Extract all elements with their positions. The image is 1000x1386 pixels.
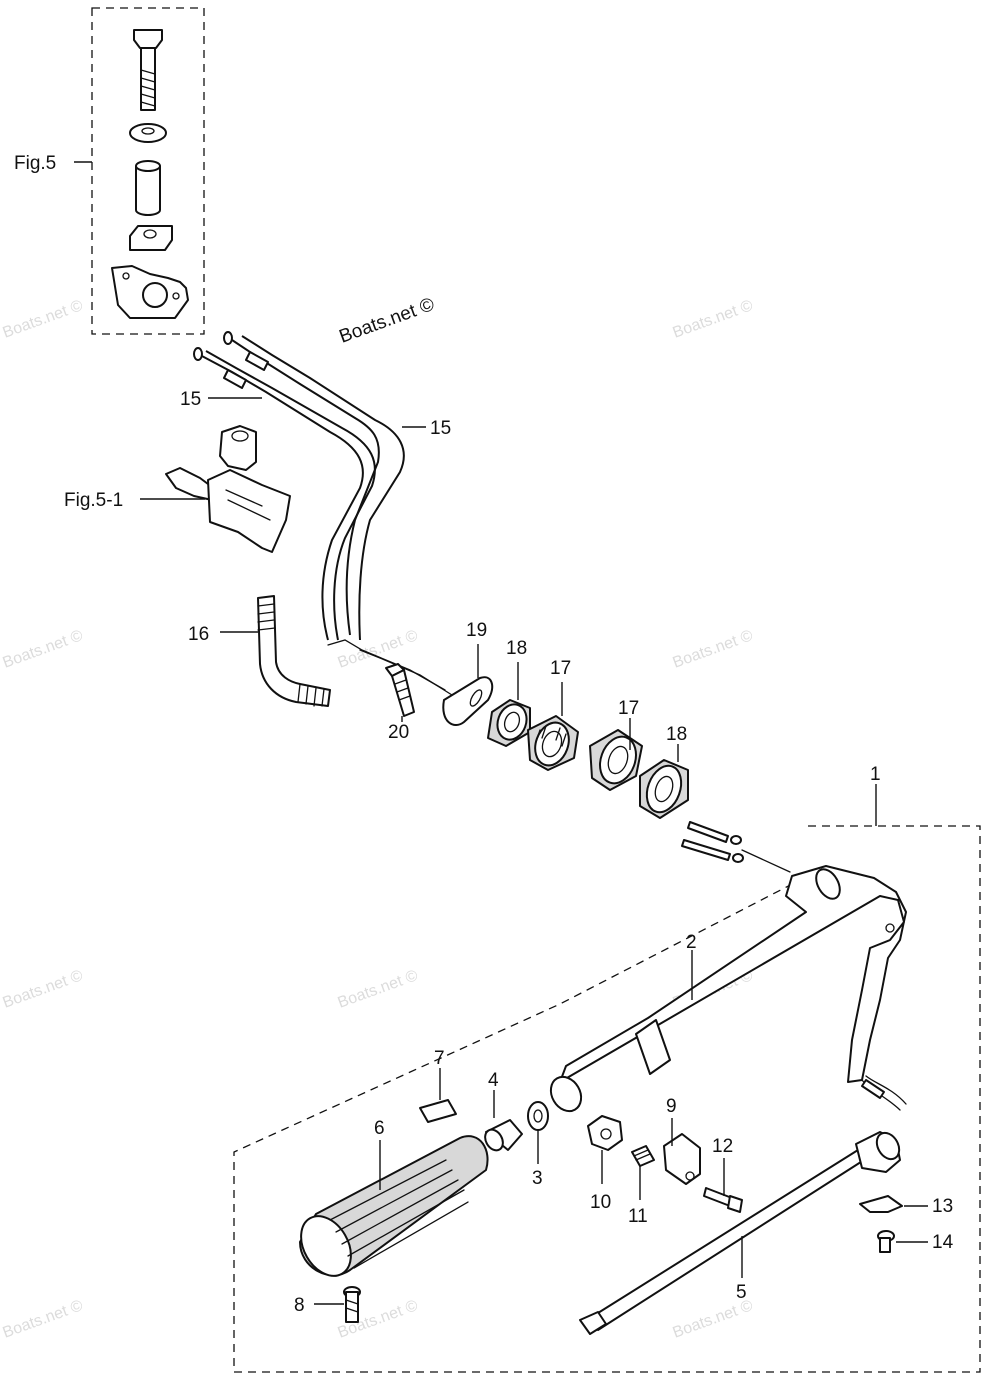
insert-4 <box>484 1090 523 1152</box>
throttle-cables <box>193 331 453 696</box>
friction-plate <box>419 1099 457 1123</box>
cable-end-fitting <box>223 369 247 389</box>
label-part-2: 2 <box>686 932 697 953</box>
tiller-arm-2 <box>549 865 907 1113</box>
watermark: Boats.net © <box>1 297 86 342</box>
watermark: Boats.net © <box>1 967 86 1012</box>
cable-plate <box>442 676 494 727</box>
friction-piece <box>587 1115 623 1151</box>
watermark: Boats.net © <box>336 627 421 672</box>
washer-3 <box>527 1101 549 1164</box>
part-labels: Fig.5 Fig.5-1 15 15 16 19 18 17 17 18 20… <box>14 153 954 1316</box>
cable-bracket-plate <box>207 469 291 553</box>
grommet-18-upper <box>487 662 531 747</box>
bushing-17-lower <box>589 718 643 791</box>
label-part-15: 15 <box>180 389 201 410</box>
label-part-17: 17 <box>550 658 571 679</box>
tiller-handle-assembly-outline <box>233 784 981 1373</box>
bushing-17-upper <box>527 682 579 771</box>
label-part-5: 5 <box>736 1282 747 1303</box>
watermark: Boats.net © <box>1 1297 86 1342</box>
rod-5 <box>579 1131 901 1335</box>
friction-rod <box>589 1149 865 1331</box>
clip <box>859 1195 903 1213</box>
collar <box>135 165 161 216</box>
tiller-arm <box>559 865 907 1083</box>
label-part-17: 17 <box>618 698 639 719</box>
spring-11 <box>631 1145 655 1200</box>
cable-end-fitting <box>245 351 269 371</box>
screw-12 <box>703 1158 743 1213</box>
screw <box>345 1291 359 1323</box>
watermark: Boats.net © <box>671 1297 756 1342</box>
label-part-11: 11 <box>628 1206 648 1227</box>
screw <box>879 1237 891 1253</box>
clip-13 <box>859 1195 928 1213</box>
grip-6 <box>299 1135 489 1277</box>
plate-19 <box>442 644 494 727</box>
label-part-3: 3 <box>532 1168 543 1189</box>
clamp-9 <box>663 1118 701 1185</box>
bolt-head <box>133 29 163 49</box>
grommet-18-lower <box>639 744 689 819</box>
label-part-12: 12 <box>712 1136 733 1157</box>
watermark: Boats.net © <box>1 627 86 672</box>
watermark: Boats.net © <box>336 967 421 1012</box>
plate-7 <box>419 1068 457 1123</box>
fig51-bracket <box>140 425 291 553</box>
screw <box>391 669 415 717</box>
label-part-9: 9 <box>666 1096 677 1117</box>
washer <box>527 1101 549 1131</box>
label-part-18: 18 <box>666 724 687 745</box>
label-part-15: 15 <box>430 418 451 439</box>
cable-ends <box>681 821 791 873</box>
hose <box>257 595 331 707</box>
label-part-18: 18 <box>506 638 527 659</box>
spring <box>631 1145 655 1167</box>
screw-14 <box>877 1230 928 1253</box>
watermark-main: Boats.net © <box>337 294 438 348</box>
label-part-13: 13 <box>932 1196 953 1217</box>
label-part-10: 10 <box>590 1192 611 1213</box>
label-part-4: 4 <box>488 1070 499 1091</box>
label-part-19: 19 <box>466 620 487 641</box>
label-fig5: Fig.5 <box>14 153 56 174</box>
label-fig51: Fig.5-1 <box>64 490 123 511</box>
watermark: Boats.net © <box>671 297 756 342</box>
label-part-1: 1 <box>870 764 881 785</box>
washer <box>129 123 167 143</box>
part-10 <box>587 1115 623 1184</box>
label-part-14: 14 <box>932 1232 954 1253</box>
hose-16 <box>220 595 331 707</box>
fig5-group <box>74 7 205 335</box>
screw-8 <box>314 1286 361 1323</box>
label-part-20: 20 <box>388 722 409 743</box>
watermark: Boats.net © <box>671 627 756 672</box>
cable-bracket-top <box>219 425 257 471</box>
screw-20 <box>385 663 415 722</box>
label-part-16: 16 <box>188 624 209 645</box>
label-part-8: 8 <box>294 1295 305 1316</box>
label-part-6: 6 <box>374 1118 385 1139</box>
fig5-box <box>91 7 205 335</box>
label-part-7: 7 <box>434 1048 445 1069</box>
